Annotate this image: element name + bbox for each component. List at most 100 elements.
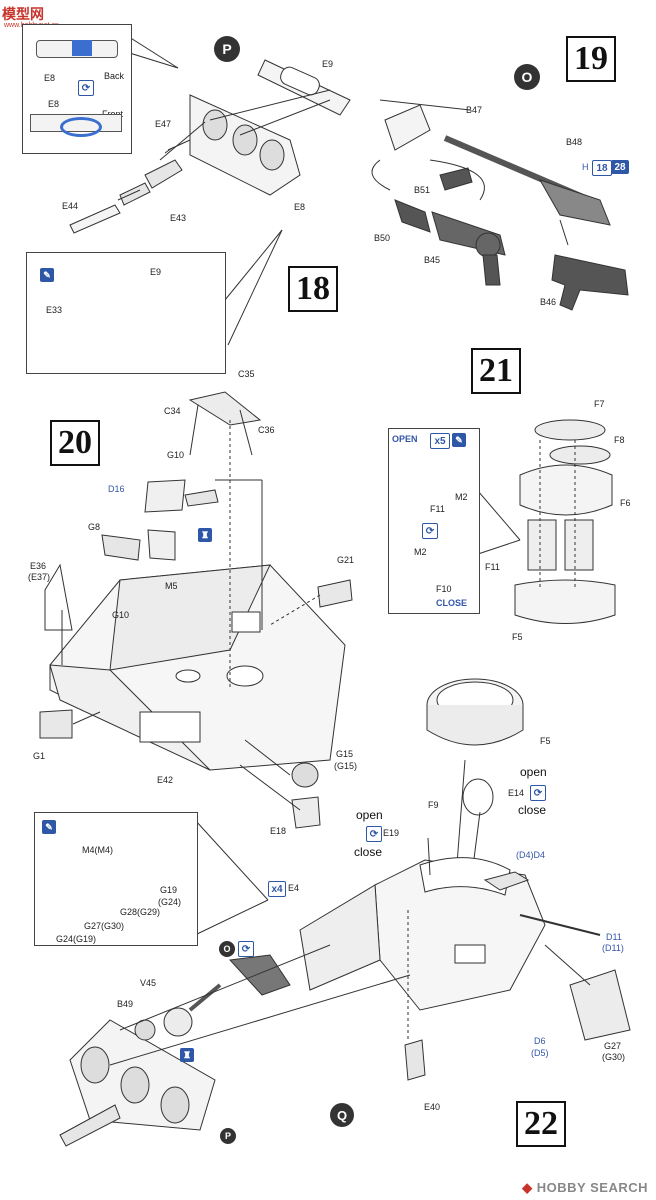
label-g24-alt: (G24)	[158, 897, 182, 907]
label-e40: E40	[424, 1102, 441, 1112]
label-f5-bottom: F5	[540, 736, 551, 746]
label-d4: (D4)D4	[516, 850, 546, 860]
rotate-icon-e19: ⟳	[366, 826, 382, 842]
step-19: 19	[566, 36, 616, 82]
label-d16: D16	[108, 484, 125, 494]
label-e8-bottom: E8	[48, 99, 60, 109]
label-back: Back	[104, 71, 125, 81]
label-b45: B45	[424, 255, 441, 265]
label-open: OPEN	[392, 434, 418, 444]
label-b49: B49	[117, 999, 134, 1009]
label-d11: D11	[606, 932, 622, 942]
label-g8: G8	[88, 522, 101, 532]
qty-x5: x5	[430, 433, 450, 449]
label-close-e19: close	[354, 845, 383, 859]
label-b50: B50	[374, 233, 391, 243]
label-g1: G1	[33, 751, 46, 761]
label-e18: E18	[270, 826, 287, 836]
label-e36: E36	[30, 561, 47, 571]
hobby-search-logo-icon: ◆	[522, 1180, 537, 1195]
label-e44: E44	[62, 201, 79, 211]
label-g24: G24(G19)	[56, 934, 97, 944]
label-inset-e33: E33	[46, 305, 63, 315]
label-g30: (G30)	[602, 1052, 626, 1062]
label-g10-bottom: G10	[112, 610, 130, 620]
step-21: 21	[471, 348, 521, 394]
label-e47: E47	[155, 119, 172, 129]
label-g10-top: G10	[167, 450, 185, 460]
label-g15-alt: (G15)	[334, 761, 358, 771]
label-f5-top: F5	[512, 632, 523, 642]
label-open-e19: open	[356, 808, 383, 822]
label-b46: B46	[540, 297, 557, 307]
label-e19: E19	[383, 828, 400, 838]
label-v45: V45	[140, 978, 157, 988]
label-f11-inset: F11	[430, 504, 445, 514]
label-inset-e9: E9	[150, 267, 162, 277]
label-f10: F10	[436, 584, 452, 594]
label-f6: F6	[620, 498, 631, 508]
label-g27: G27	[604, 1041, 622, 1051]
rotate-icon-e14: ⟳	[530, 785, 546, 801]
label-b47: B47	[466, 105, 483, 115]
label-g28: G28(G29)	[120, 907, 161, 917]
label-m2-top: M2	[455, 492, 468, 502]
ref-h: H	[582, 162, 589, 172]
label-d11-alt: (D11)	[602, 943, 624, 953]
step-20: 20	[50, 420, 100, 466]
step-22: 22	[516, 1101, 566, 1147]
qty-x4: x4	[268, 881, 286, 897]
rotate-icon-22: ⟳	[238, 941, 254, 957]
glue-icon-21: ✎	[452, 433, 466, 447]
label-c34: C34	[164, 406, 181, 416]
label-open-e14: open	[520, 765, 547, 779]
blue-highlight-back	[72, 40, 92, 56]
optional-part-icon: ♜	[198, 528, 212, 542]
label-f9: F9	[428, 800, 439, 810]
label-e8-top: E8	[44, 73, 56, 83]
blue-ring-front	[60, 117, 102, 137]
rotate-icon: ⟳	[78, 80, 94, 96]
label-m2-bottom: M2	[414, 547, 427, 557]
label-g27-inset: G27(G30)	[84, 921, 125, 931]
ref-28: 28	[611, 160, 629, 174]
label-m4: M4(M4)	[82, 845, 113, 855]
inset-step22	[34, 812, 198, 946]
label-d5: (D5)	[531, 1048, 549, 1058]
label-e4: E4	[288, 883, 300, 893]
label-f8: F8	[614, 435, 625, 445]
marker-o-top: O	[514, 64, 540, 90]
label-c36: C36	[258, 425, 275, 435]
label-f11-main: F11	[485, 562, 500, 572]
marker-p-bottom: P	[220, 1128, 236, 1144]
inset-step21	[388, 428, 480, 614]
label-close-e14: close	[518, 803, 547, 817]
label-c35: C35	[238, 369, 255, 379]
site-logo: 模型网	[2, 6, 44, 22]
marker-o-bottom: O	[219, 941, 235, 957]
label-e9: E9	[322, 59, 334, 69]
optional-part-icon-22: ♜	[180, 1048, 194, 1062]
label-e37: (E37)	[28, 572, 51, 582]
label-close: CLOSE	[436, 598, 468, 608]
label-m5: M5	[165, 581, 178, 591]
label-b48: B48	[566, 137, 583, 147]
label-e43: E43	[170, 213, 187, 223]
label-d6: D6	[534, 1036, 546, 1046]
label-g19: G19	[160, 885, 178, 895]
hobby-search-text: HOBBY SEARCH	[536, 1180, 648, 1195]
inset-step18	[26, 252, 226, 374]
rotate-icon-21: ⟳	[422, 523, 438, 539]
glue-icon-18: ✎	[40, 268, 54, 282]
hobby-search-watermark: ◆ HOBBY SEARCH	[522, 1180, 648, 1196]
marker-q: Q	[330, 1103, 354, 1127]
label-g21: G21	[337, 555, 355, 565]
label-e8-main: E8	[294, 202, 306, 212]
label-e14: E14	[508, 788, 525, 798]
label-b51: B51	[414, 185, 431, 195]
label-g15: G15	[336, 749, 354, 759]
glue-icon-22: ✎	[42, 820, 56, 834]
marker-p-top: P	[214, 36, 240, 62]
step-18: 18	[288, 266, 338, 312]
